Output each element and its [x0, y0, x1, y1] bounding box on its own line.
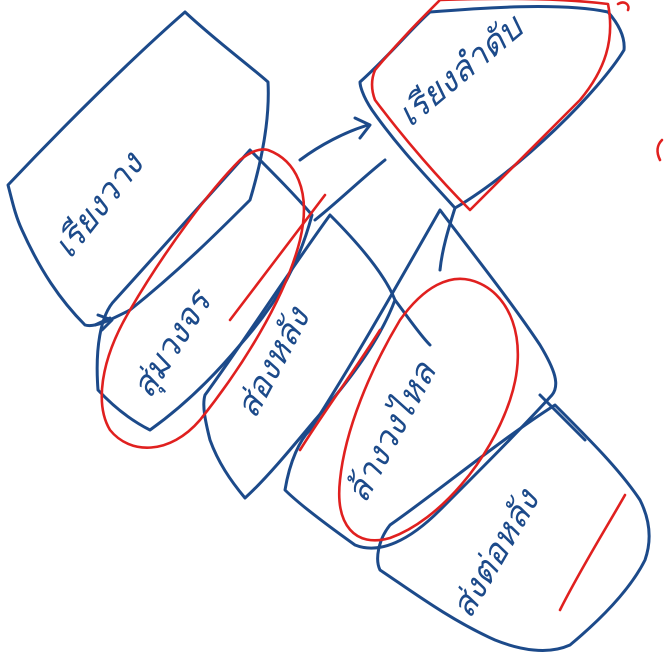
red-circle-box-2 [100, 148, 306, 449]
box-1-label: เรียงวาง [46, 144, 154, 266]
box-6-label: ส่งต่อหลัง [443, 481, 549, 624]
box-2-outline [95, 148, 314, 432]
connector-box-5-box-6 [538, 393, 587, 442]
box-2-label: สุ่มวงจร [124, 281, 222, 405]
box-4-red-hook [616, 1, 630, 12]
box-4-outline [358, 5, 626, 210]
red-slash-2 [298, 328, 382, 452]
box-5-outline [283, 208, 558, 550]
box-6-outline [376, 403, 651, 652]
red-slash-3 [558, 493, 627, 612]
connector-box-4-box-5 [438, 206, 457, 272]
connector-box-2-box-4 [313, 158, 387, 222]
red-circle-box-5 [337, 277, 520, 542]
red-bracket-right [656, 138, 664, 162]
arrow-to-box-4 [298, 116, 372, 162]
red-slash-1 [228, 193, 327, 322]
connector-box-3-box-5 [393, 298, 432, 347]
box-4: เรียงลำดับ [358, 0, 630, 212]
connectors [298, 116, 587, 442]
box-5-label: ล้างวงไหล [338, 354, 446, 509]
red-annotations [100, 138, 664, 612]
box-4-red-frame [370, 0, 612, 212]
box-4-label: เรียงลำดับ [390, 6, 532, 135]
